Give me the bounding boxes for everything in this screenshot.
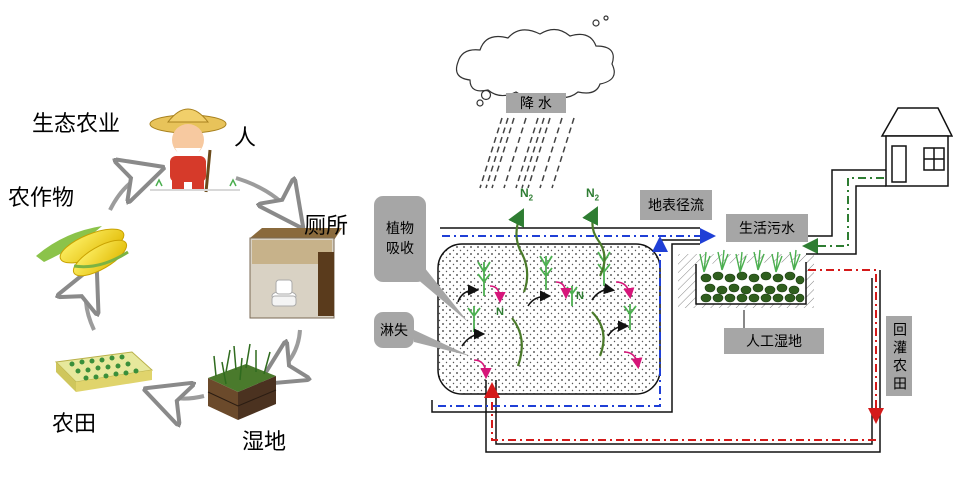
cycle-arrow-toilet-wetland	[272, 329, 300, 376]
callout-pointers	[414, 262, 470, 356]
label-surface-runoff: 地表径流	[640, 190, 712, 220]
label-irrigation: 回灌农田	[886, 316, 912, 396]
farmland-tray-icon	[54, 351, 154, 392]
house-pipe	[806, 169, 886, 255]
n2-right-n: N	[586, 186, 595, 200]
soil-plants	[467, 251, 637, 332]
label-wetland: 湿地	[242, 429, 287, 454]
cycle-arrow-wetland-farmland	[158, 394, 205, 399]
irrigation-flow	[484, 269, 884, 441]
n2-release-paths	[508, 206, 606, 367]
corn-icon	[36, 226, 129, 277]
label-plant-uptake-text: 植物吸收	[386, 220, 414, 256]
leaching-arrows	[473, 281, 643, 380]
toilet-icon	[249, 228, 342, 319]
farmer-icon	[149, 108, 240, 193]
n2-left-sub: 2	[528, 193, 534, 203]
cycle-arrows	[86, 172, 300, 399]
wetland-block-icon	[207, 343, 277, 420]
label-crops: 农作物	[8, 185, 75, 210]
label-constructed-wetland: 人工湿地	[724, 328, 824, 354]
plant-uptake-arrows	[457, 283, 630, 347]
cycle-arrow-person-toilet	[235, 178, 294, 216]
n2-label-right: N2	[586, 186, 599, 202]
rain-lines	[479, 117, 575, 189]
house-icon	[880, 107, 953, 187]
soil-body	[437, 243, 661, 395]
n2-left-n: N	[520, 186, 529, 200]
n2-right-sub: 2	[594, 193, 600, 203]
n-label-small-left: N	[496, 306, 504, 318]
n2-label-left: N2	[520, 186, 533, 202]
label-person: 人	[234, 125, 257, 150]
constructed-wetland-basin	[678, 249, 814, 308]
surface-runoff-flow	[438, 228, 716, 407]
n-label-small-mid: N	[576, 290, 584, 302]
label-farmland: 农田	[52, 411, 97, 436]
soil-channel-outline	[431, 239, 881, 453]
label-leaching: 淋失	[374, 312, 414, 348]
label-toilet: 厕所	[304, 213, 349, 238]
cycle-arrow-crops-person	[108, 172, 150, 211]
label-rain: 降 水	[506, 93, 566, 113]
cycle-arrow-farmland-crops	[86, 278, 94, 331]
label-eco-agriculture: 生态农业	[32, 111, 121, 136]
label-plant-uptake: 植物吸收	[374, 196, 426, 282]
label-domestic-sewage: 生活污水	[726, 214, 808, 242]
sewage-flow	[802, 177, 884, 254]
